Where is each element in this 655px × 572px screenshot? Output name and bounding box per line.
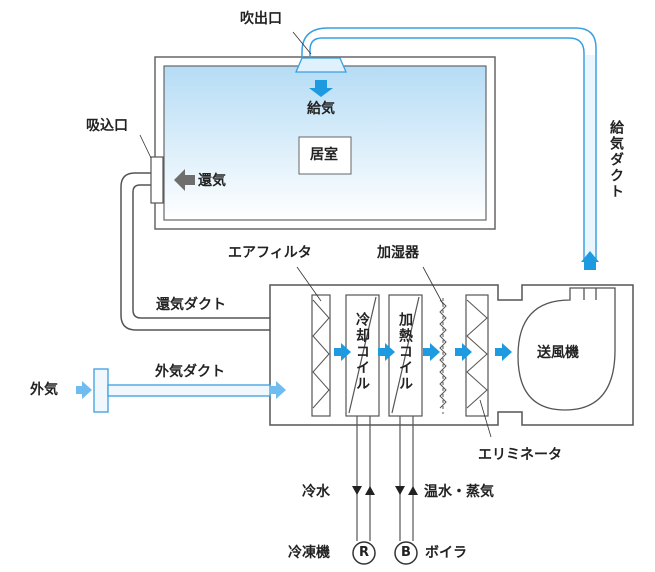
supply-duct-fill — [585, 55, 595, 262]
inlet-label: 吸込口 — [86, 118, 128, 134]
fan — [517, 287, 616, 411]
cold-water-down-arrow — [352, 486, 362, 495]
boiler-symbol-circle — [394, 541, 418, 565]
heating-coil-label: 加熱コイル — [397, 312, 413, 392]
outside-air-duct-label: 外気ダクト — [155, 364, 225, 380]
return-arrow — [174, 169, 195, 191]
eliminator-label: エリミネータ — [478, 447, 562, 463]
airflow-arrows — [334, 343, 512, 361]
boiler-label: ボイラ — [425, 545, 467, 561]
heating-coil — [388, 294, 423, 417]
humidifier-label: 加湿器 — [377, 245, 419, 261]
chiller-symbol-circle — [352, 541, 376, 565]
room-label-box — [298, 136, 352, 175]
return-air-label: 還気 — [198, 173, 226, 189]
cold-water-up-arrow — [365, 486, 375, 495]
supply-air-label: 給気 — [307, 101, 335, 117]
air-filter-label: エアフィルタ — [228, 245, 312, 261]
outlet-label: 吹出口 — [240, 11, 282, 27]
chilled-water-pipes — [356, 416, 371, 541]
hot-water-pipes — [399, 416, 414, 541]
supply-arrow-down — [309, 80, 333, 97]
room-label: 居室 — [310, 147, 338, 163]
hot-water-steam-label: 温水・蒸気 — [424, 484, 494, 500]
return-duct-label: 還気ダクト — [156, 297, 226, 313]
eliminator — [465, 294, 489, 417]
supply-duct-label: 給気ダクト — [608, 120, 624, 200]
inlet-grille — [150, 156, 164, 204]
outside-air-label: 外気 — [30, 382, 58, 398]
hot-water-down-arrow — [395, 486, 405, 495]
fan-label: 送風機 — [537, 345, 579, 361]
outlet-diffuser — [295, 57, 347, 73]
leader-lines — [139, 31, 492, 438]
hot-water-up-arrow — [408, 486, 418, 495]
humidifier-unit — [439, 298, 447, 414]
outside-air-inlet-arrow — [76, 381, 92, 399]
cold-water-label: 冷水 — [302, 484, 330, 500]
air-filter — [311, 294, 331, 417]
return-duct — [120, 172, 270, 331]
chiller-label: 冷凍機 — [288, 545, 330, 561]
cooling-coil-label: 冷却コイル — [354, 312, 370, 392]
supply-duct — [301, 27, 597, 262]
chiller-symbol: R — [359, 545, 370, 560]
boiler-symbol: B — [401, 545, 411, 560]
outside-air-arrow — [270, 381, 286, 399]
fan-outlet-arrow — [581, 251, 599, 270]
cooling-coil — [345, 294, 380, 417]
